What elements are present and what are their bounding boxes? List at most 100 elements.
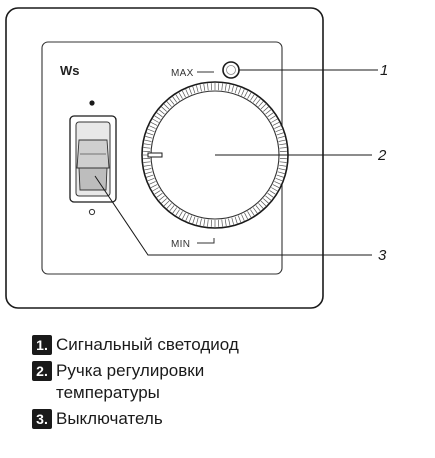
knob-ridge [172, 207, 178, 214]
knob-ridge [278, 168, 286, 171]
knob-ridge [192, 86, 196, 94]
knob-ridge [188, 87, 193, 95]
knob-ridge [158, 109, 165, 115]
knob-ridge [260, 103, 267, 110]
knob-ridges [143, 83, 287, 227]
knob-ridge [192, 216, 196, 224]
knob-ridge [146, 132, 154, 136]
knob-ridge [207, 83, 209, 91]
rocker-switch [69, 115, 117, 203]
knob-ridge [156, 192, 163, 198]
knob-ridge [166, 101, 172, 107]
knob-ridge [260, 200, 267, 207]
knob-ridge [271, 187, 278, 192]
knob-ridge [207, 219, 209, 227]
knob-ridge [178, 92, 183, 99]
knob-ridge [203, 83, 206, 91]
thermostat-drawing: Ws MAX MIN 1 [5, 7, 388, 309]
knob-ridge [203, 219, 206, 227]
knob-ridge [178, 211, 183, 218]
knob-ridge [150, 121, 158, 126]
knob-ridge [276, 132, 284, 136]
knob-ridge [252, 96, 258, 103]
knob-ridge [169, 98, 175, 105]
knob-ridge [144, 168, 152, 171]
callout-number-2: 2 [377, 147, 387, 164]
knob-ridge [241, 89, 245, 96]
knob-ridge [276, 174, 284, 178]
knob-ridge [237, 87, 242, 95]
knob-ridge [149, 181, 156, 185]
knob-ridge [158, 195, 165, 201]
knob-ridge [221, 219, 223, 227]
knob-ridge [143, 164, 151, 167]
knob-ridge [143, 161, 151, 163]
signal-led [222, 61, 240, 79]
legend-line: Ручка регулировки [56, 361, 205, 380]
knob-ridge [175, 94, 180, 101]
knob-ridge [152, 118, 159, 123]
knob-ridge [258, 203, 264, 209]
callout-number-3: 3 [378, 247, 387, 264]
knob-ridge [278, 139, 286, 142]
knob-ridge [279, 164, 287, 167]
min-label: MIN [171, 239, 190, 250]
switch-on-dot [89, 100, 95, 106]
brand-logo: Ws [60, 63, 80, 78]
knob-ridge [172, 96, 178, 103]
knob-ridge [149, 125, 156, 129]
knob-ridge [277, 171, 285, 174]
knob-ridge [274, 181, 281, 185]
knob-ridge [161, 198, 167, 204]
knob-ridge [144, 139, 152, 142]
knob-ridge [154, 190, 161, 195]
knob-ridge [265, 109, 272, 115]
knob-ridge [231, 85, 234, 93]
knob-ridge [269, 190, 276, 195]
knob-ridge [199, 218, 202, 226]
knob-ridge [234, 216, 238, 224]
knob-ridge [244, 90, 249, 98]
knob-ridge [250, 209, 255, 216]
knob-ridge [275, 177, 283, 182]
callout-number-1: 1 [380, 62, 388, 79]
signal-led-inner [226, 65, 236, 75]
knob-ridge [185, 214, 189, 221]
knob-ridge [143, 143, 151, 146]
knob-ridge [143, 147, 151, 149]
thermostat-diagram: Ws MAX MIN 1 [5, 7, 388, 309]
knob-ridge [231, 217, 234, 225]
knob-ridge [154, 115, 161, 120]
knob-ridge [263, 106, 269, 112]
knob-ridge [272, 121, 280, 126]
knob-ridge [258, 101, 264, 107]
knob-ridge [163, 103, 170, 110]
knob-ridge [147, 177, 155, 182]
knob-ridge [181, 90, 186, 98]
legend-item-switch: 3. Выключатель [32, 408, 432, 430]
knob-ridge [279, 147, 287, 149]
knob-ridge [150, 184, 158, 189]
knob-indicator [147, 152, 163, 158]
callout-line-3 [94, 175, 372, 256]
knob-ridge [196, 85, 199, 93]
knob-ridge [145, 136, 153, 139]
knob-ridge [272, 184, 280, 189]
knob-ridge [255, 98, 261, 105]
knob-ridge [267, 192, 274, 198]
knob-ridge [188, 215, 193, 223]
switch-off-dot [88, 208, 96, 216]
min-tick [197, 238, 215, 244]
legend-text: Ручка регулировки температуры [56, 360, 204, 404]
knob-ridge [145, 171, 153, 174]
legend-text: Сигнальный светодиод [56, 334, 239, 356]
knob-ridge [146, 174, 154, 178]
knob-ridge [228, 218, 231, 226]
knob-ridge [234, 86, 238, 94]
knob-ridge [241, 214, 245, 221]
knob-ridge [263, 198, 269, 204]
knob-ridge [175, 209, 180, 216]
knob-ridge [267, 112, 274, 118]
legend-line: Выключатель [56, 409, 163, 428]
legend-badge: 1. [32, 335, 52, 355]
